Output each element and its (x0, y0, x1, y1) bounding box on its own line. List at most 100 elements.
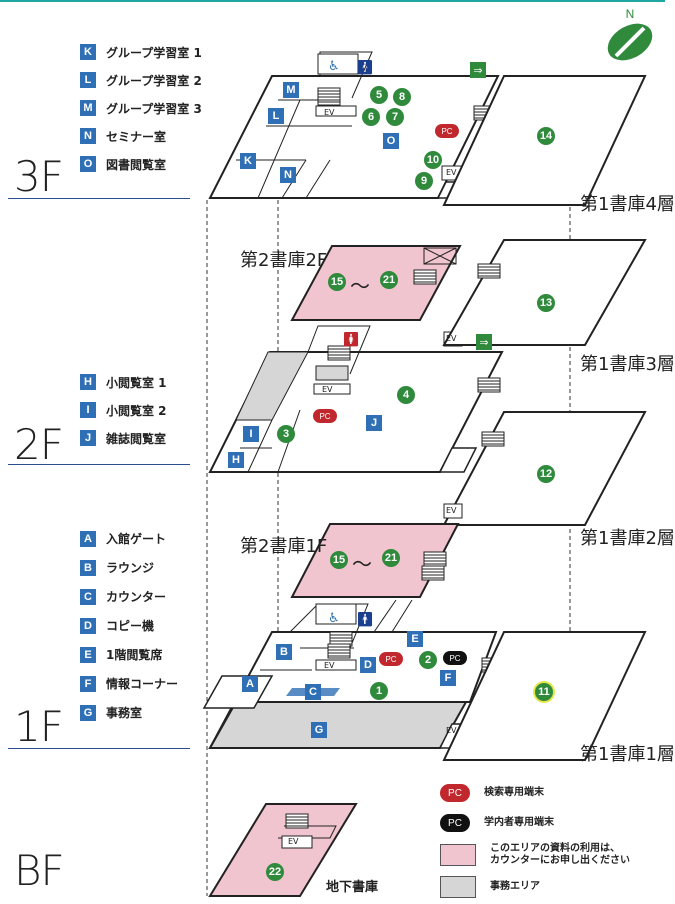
map-badge-j: J (366, 415, 382, 431)
top-accent-line (0, 0, 665, 2)
map-badge-a: A (242, 676, 258, 692)
area-number: 11 (535, 683, 553, 701)
room-name: グループ学習室 3 (106, 101, 202, 116)
floor-3f-label: 3F (14, 152, 64, 201)
area-number: 3 (277, 425, 295, 443)
room-name: グループ学習室 1 (106, 45, 202, 60)
room-badge: E (80, 646, 96, 663)
area-number: 6 (362, 108, 380, 126)
key-restricted-line2: カウンターにお申し出ください (490, 855, 630, 866)
stack-label: 第2書庫1F (240, 536, 328, 557)
floor-2f-rule (8, 464, 190, 465)
area-number: 8 (393, 88, 411, 106)
key-internal-pc-icon: PC (440, 814, 470, 832)
map-badge-d: D (360, 657, 376, 673)
stairs-1f (327, 631, 353, 659)
floor-bf-label: BF (14, 846, 65, 895)
map-badge-k: K (240, 153, 256, 169)
exit-sign-icon (470, 62, 486, 78)
stack-label: 第1書庫3層 (580, 354, 675, 375)
key-office-text: 事務エリア (490, 881, 540, 892)
ev-label: EV (446, 334, 457, 343)
room-name: 小閲覧室 2 (106, 403, 167, 418)
room-name: 情報コーナー (106, 677, 179, 691)
map-badge-e: E (407, 631, 423, 647)
area-number: 21 (382, 549, 400, 567)
stairs-stack2 (481, 431, 505, 447)
key-search-pc-text: 検索専用端末 (484, 787, 544, 798)
key-internal-pc-text: 学内者専用端末 (484, 817, 554, 828)
room-badge: J (80, 430, 96, 446)
room-name: 小閲覧室 1 (106, 375, 167, 390)
floor-1f-label: 1F (14, 702, 64, 751)
floor-3f-rule (8, 198, 190, 199)
legend-2f: H 小閲覧室 1 I 小閲覧室 2 J 雑誌閲覧室 (80, 368, 167, 452)
north-compass: N (600, 6, 660, 68)
stack-1-layer3 (442, 239, 647, 346)
accessible-icon-1f: ♿ (328, 611, 340, 626)
room-name: ラウンジ (106, 561, 155, 575)
basement-stack (208, 803, 358, 897)
elevator-3f-top (317, 53, 359, 75)
stack-label: 第1書庫4層 (580, 194, 675, 215)
svg-text:⇒: ⇒ (473, 64, 482, 77)
area-number: 7 (386, 108, 404, 126)
key-restricted-line1: このエリアの資料の利用は、 (490, 843, 620, 854)
svg-text:⇒: ⇒ (479, 336, 488, 349)
basement-stack-label: 地下書庫 (326, 880, 379, 895)
floor-1f-rule (8, 748, 190, 749)
pc-internal-terminal: PC (443, 651, 467, 665)
room-name: 事務室 (106, 706, 143, 720)
room-name: 1階閲覧席 (106, 648, 163, 662)
map-badge-m: M (283, 82, 299, 98)
map-key: PC 検索専用端末 PC 学内者専用端末 このエリアの資料の利用は、 カウンター… (440, 778, 630, 902)
room-badge: L (80, 72, 96, 88)
ev-label: EV (324, 108, 335, 117)
room-name: グループ学習室 2 (106, 73, 202, 88)
area-number: 13 (537, 294, 555, 312)
area-number: 21 (380, 271, 398, 289)
stairs-bf (285, 813, 309, 829)
key-restricted-text: このエリアの資料の利用は、 カウンターにお申し出ください (490, 843, 630, 867)
room-name: 入館ゲート (106, 532, 167, 546)
room-badge: H (80, 374, 96, 390)
person-icon-1f: 🚹︎ (356, 612, 374, 628)
key-restricted-swatch (440, 844, 476, 866)
key-search-pc-icon: PC (440, 784, 470, 802)
map-badge-o: O (383, 133, 399, 149)
accessible-icon: ♿ (328, 59, 340, 74)
map-badge-n: N (280, 167, 296, 183)
stack-label: 第1書庫1層 (580, 744, 675, 765)
stairs-stack2-2f (413, 269, 437, 285)
map-badge-c: C (305, 684, 321, 700)
room-badge: K (80, 44, 96, 60)
key-office-swatch (440, 876, 476, 898)
ev-label: EV (288, 837, 299, 846)
office-room-1f (208, 701, 468, 749)
room-name: カウンター (106, 590, 167, 604)
stairs-2f-right (477, 377, 501, 393)
ev-label: EV (446, 726, 457, 735)
pc-search-terminal: PC (313, 409, 337, 423)
north-label: N (626, 7, 635, 21)
area-number: 4 (397, 386, 415, 404)
room-badge: D (80, 617, 96, 634)
stairs-stack3 (477, 263, 501, 279)
map-badge-h: H (228, 452, 244, 468)
map-badge-g: G (311, 722, 327, 738)
room-badge: I (80, 402, 96, 418)
stack-2-1f (290, 523, 460, 598)
area-number: 1 (370, 682, 388, 700)
area-number: 14 (537, 127, 555, 145)
area-number: 9 (415, 172, 433, 190)
room-badge: G (80, 704, 96, 721)
room-name: 雑誌閲覧室 (106, 431, 167, 446)
ev-label: EV (446, 168, 457, 177)
stack-label: 第1書庫2層 (580, 528, 675, 549)
area-number: 12 (537, 465, 555, 483)
area-number: 10 (424, 151, 442, 169)
stairs-2f (327, 345, 351, 361)
